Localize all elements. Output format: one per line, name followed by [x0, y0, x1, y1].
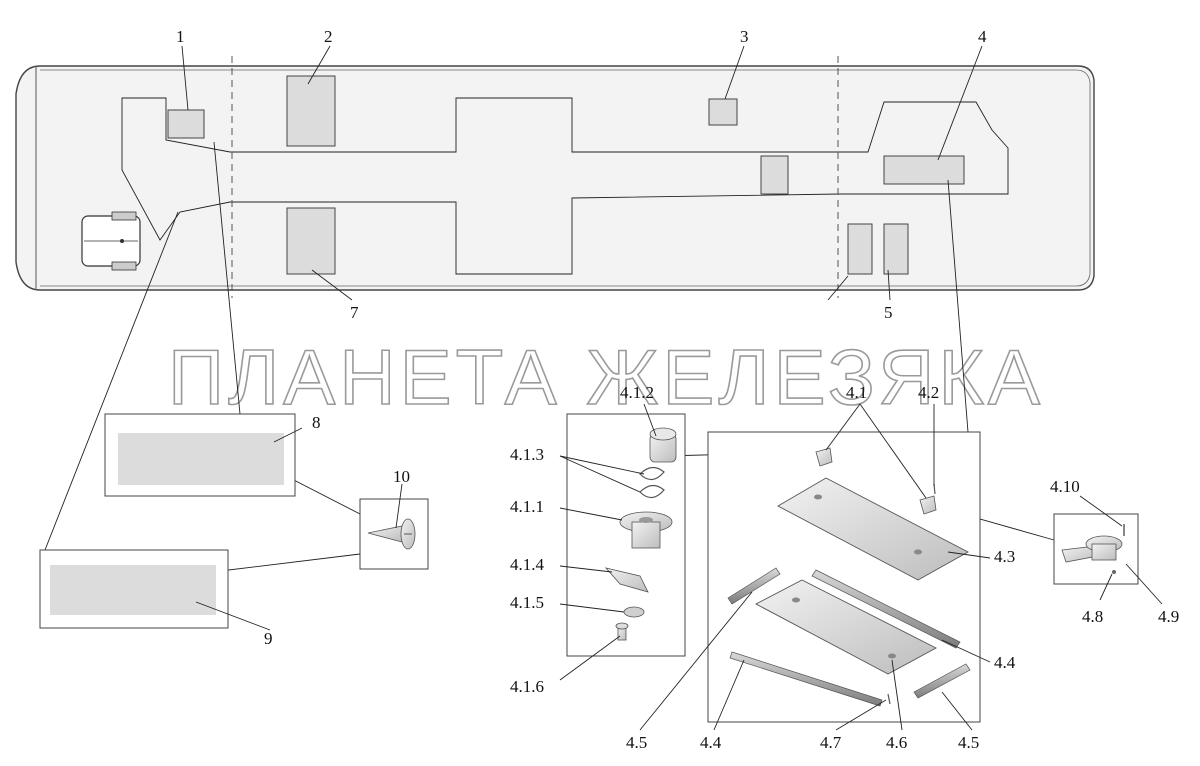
- callout-4-10: 4.10: [1050, 477, 1080, 496]
- callout-4-8: 4.8: [1082, 607, 1103, 626]
- panel-7: [286, 207, 336, 275]
- detail-box-hatch: [707, 431, 981, 723]
- callout-labels: 1 2 3 4 7 5 8 9 10 4.1.2 4.1.3 4.1.1 4.1…: [176, 27, 1179, 752]
- callout-9: 9: [264, 629, 273, 648]
- callout-4-5-left: 4.5: [626, 733, 647, 752]
- callout-4-1-4: 4.1.4: [510, 555, 545, 574]
- callout-4-2: 4.2: [918, 383, 939, 402]
- callout-4-1-1: 4.1.1: [510, 497, 544, 516]
- part-leaders: [195, 403, 1163, 731]
- panel-5b: [883, 223, 909, 275]
- callout-10: 10: [393, 467, 410, 486]
- watermark: ПЛАНЕТА ЖЕЛЕЗЯКА: [168, 333, 1044, 421]
- bus-top-view: [15, 56, 1095, 298]
- panel-4: [883, 155, 965, 185]
- callout-1: 1: [176, 27, 185, 46]
- callout-4: 4: [978, 27, 987, 46]
- panel-3: [708, 98, 738, 126]
- detail-box-10-screw: [359, 498, 429, 570]
- detail-box-lock-assembly: [1053, 513, 1139, 585]
- detail-leaders: [44, 141, 1055, 573]
- callout-4-1-5: 4.1.5: [510, 593, 544, 612]
- driver-seat-icon: [81, 211, 141, 271]
- callout-7: 7: [350, 303, 359, 322]
- callout-4-9: 4.9: [1158, 607, 1179, 626]
- callout-4-6: 4.6: [886, 733, 907, 752]
- detail-box-4-1-exploded: [566, 413, 686, 657]
- callout-4-7: 4.7: [820, 733, 842, 752]
- panel-6: [760, 155, 789, 195]
- callout-4-1: 4.1: [846, 383, 867, 402]
- callout-3: 3: [740, 27, 749, 46]
- detail-box-9: [39, 549, 229, 629]
- callout-2: 2: [324, 27, 333, 46]
- callout-4-1-2: 4.1.2: [620, 383, 654, 402]
- callout-8: 8: [312, 413, 321, 432]
- detail-box-8: [104, 413, 296, 497]
- panel-5a: [847, 223, 873, 275]
- callout-4-4-right: 4.4: [994, 653, 1016, 672]
- callout-4-4-left: 4.4: [700, 733, 722, 752]
- top-leaders: [181, 45, 983, 301]
- callout-5: 5: [884, 303, 893, 322]
- callout-4-1-6: 4.1.6: [510, 677, 544, 696]
- callout-4-3: 4.3: [994, 547, 1015, 566]
- panel-2: [286, 75, 336, 147]
- callout-4-1-3: 4.1.3: [510, 445, 544, 464]
- callout-4-5-right: 4.5: [958, 733, 979, 752]
- panel-1: [167, 109, 205, 139]
